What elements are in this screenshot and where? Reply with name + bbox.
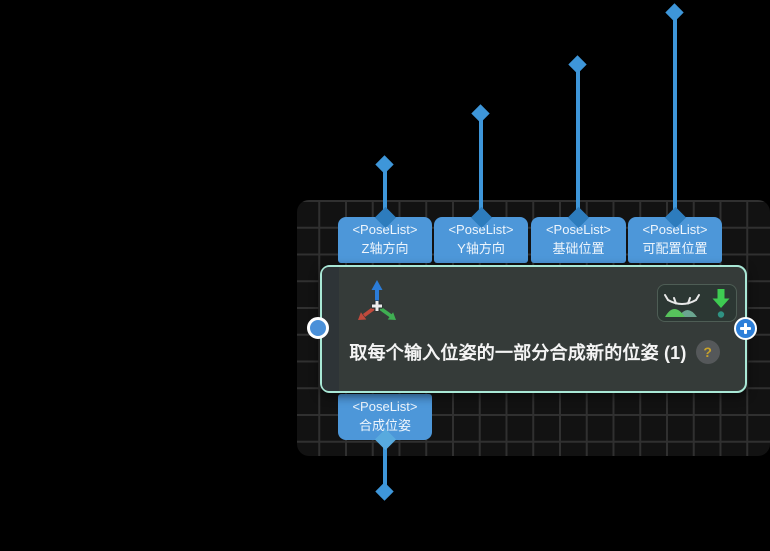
connector-diamond-output-1[interactable]	[375, 482, 394, 501]
wire-input-1[interactable]	[383, 165, 387, 221]
node-status-panel	[657, 284, 737, 322]
input-port-configurable-position[interactable]: <PoseList> 可配置位置	[628, 206, 722, 263]
wire-input-3[interactable]	[576, 65, 580, 221]
connector-diamond-input-2[interactable]	[471, 104, 490, 123]
node-left-port[interactable]	[307, 317, 329, 339]
port-type-label: <PoseList>	[642, 222, 708, 237]
port-type-label: <PoseList>	[352, 399, 418, 414]
wire-input-2[interactable]	[479, 114, 483, 221]
help-icon[interactable]: ?	[695, 340, 720, 364]
port-name-label: 合成位姿	[358, 418, 411, 433]
port-name-label: Y轴方向	[457, 241, 505, 256]
save-output-arrow-icon[interactable]	[711, 287, 731, 319]
connector-diamond-input-4[interactable]	[665, 3, 684, 22]
connector-diamond-input-1[interactable]	[375, 155, 394, 174]
port-name-label: Z轴方向	[361, 241, 409, 256]
input-port-z-axis[interactable]: <PoseList> Z轴方向	[338, 206, 432, 263]
port-type-label: <PoseList>	[545, 222, 612, 237]
node-title: 取每个输入位姿的一部分合成新的位姿 (1)	[349, 343, 687, 363]
add-port-button[interactable]	[734, 317, 757, 340]
wire-output-1[interactable]	[383, 440, 387, 492]
input-port-y-axis[interactable]: <PoseList> Y轴方向	[434, 206, 528, 263]
step-node[interactable]: 取每个输入位姿的一部分合成新的位姿 (1) ?	[320, 265, 747, 393]
output-port-composed-pose[interactable]: <PoseList> 合成位姿	[338, 394, 432, 451]
port-type-label: <PoseList>	[448, 222, 514, 237]
pose-axis-icon	[358, 280, 396, 320]
connector-diamond-input-3[interactable]	[568, 55, 587, 74]
closed-eye-scene-icon[interactable]	[663, 288, 701, 318]
port-name-label: 基础位置	[552, 241, 605, 256]
wire-input-4[interactable]	[673, 13, 677, 221]
port-type-label: <PoseList>	[352, 222, 418, 237]
port-name-label: 可配置位置	[642, 241, 708, 256]
input-port-base-position[interactable]: <PoseList> 基础位置	[531, 206, 626, 263]
node-title-row: 取每个输入位姿的一部分合成新的位姿 (1) ?	[338, 337, 731, 367]
